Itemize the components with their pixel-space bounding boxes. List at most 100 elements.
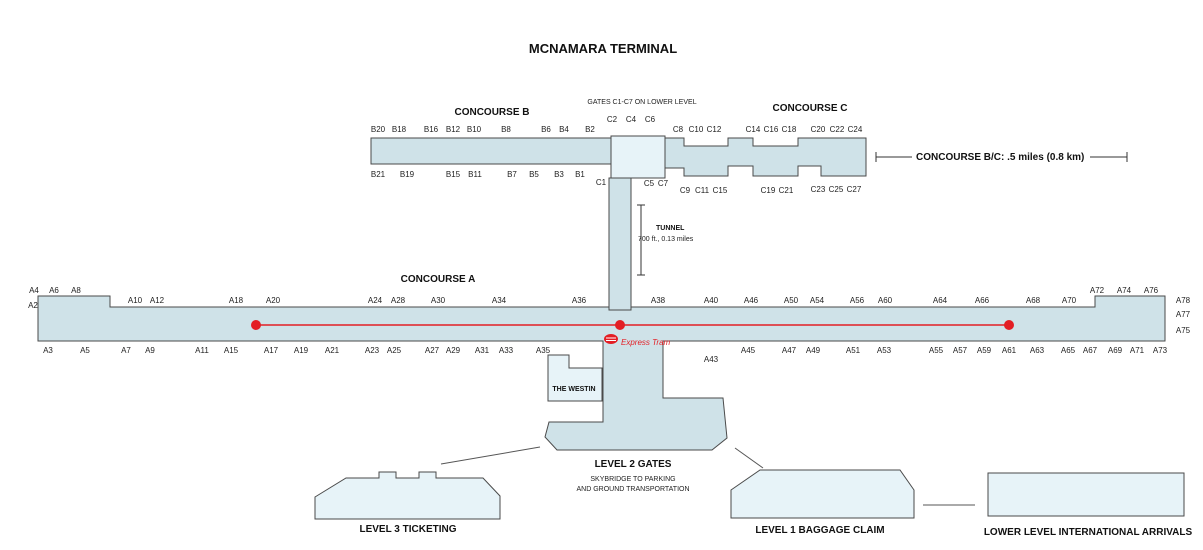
gate-a34: A34 xyxy=(492,296,507,305)
gate-a74: A74 xyxy=(1117,286,1132,295)
gate-c12: C12 xyxy=(707,125,722,134)
concourse-c-gates-top: C8 C10 C12 C14 C16 C18 C20 C22 C24 xyxy=(673,125,863,134)
tram-station-center xyxy=(615,320,625,330)
gate-c27: C27 xyxy=(847,185,862,194)
gate-a47: A47 xyxy=(782,346,797,355)
concourse-c-hub xyxy=(610,135,666,179)
gate-c21: C21 xyxy=(779,186,794,195)
gate-a15: A15 xyxy=(224,346,239,355)
tram-station-east xyxy=(1004,320,1014,330)
tunnel-length: 700 ft., 0.13 miles xyxy=(638,236,694,243)
gate-a36: A36 xyxy=(572,296,587,305)
gate-a72: A72 xyxy=(1090,286,1105,295)
concourse-c-hub-gates: C2 C4 C6 C1 C5 C7 xyxy=(596,115,669,188)
gate-a65: A65 xyxy=(1061,346,1076,355)
concourse-c-label: CONCOURSE C xyxy=(772,103,847,114)
gate-a5: A5 xyxy=(80,346,90,355)
gate-c10: C10 xyxy=(689,125,704,134)
concourse-a-gates-bottom: A3 A5 A7 A9 A11 A15 A17 A19 A21 A23 A25 … xyxy=(43,346,1168,364)
gate-a18: A18 xyxy=(229,296,244,305)
map-title: MCNAMARA TERMINAL xyxy=(529,41,677,56)
gate-a35: A35 xyxy=(536,346,551,355)
gate-a68: A68 xyxy=(1026,296,1041,305)
express-tram-logo-icon xyxy=(604,334,618,344)
skybridge-label-line1: SKYBRIDGE TO PARKING xyxy=(590,476,675,483)
gate-a40: A40 xyxy=(704,296,719,305)
gate-b18: B18 xyxy=(392,125,407,134)
gate-a63: A63 xyxy=(1030,346,1045,355)
gate-b15: B15 xyxy=(446,170,461,179)
gate-a25: A25 xyxy=(387,346,402,355)
skybridge-label-line2: AND GROUND TRANSPORTATION xyxy=(576,486,689,493)
gate-a67: A67 xyxy=(1083,346,1098,355)
concourse-b-gates-top: B20 B18 B16 B12 B10 B8 B6 B4 B2 xyxy=(371,125,596,134)
gate-a28: A28 xyxy=(391,296,406,305)
westin-hotel xyxy=(547,354,603,402)
gate-a33: A33 xyxy=(499,346,514,355)
gate-a2: A2 xyxy=(28,301,38,310)
gate-b4: B4 xyxy=(559,125,569,134)
tunnel-corridor xyxy=(608,177,632,311)
gate-c6: C6 xyxy=(645,115,656,124)
gate-c16: C16 xyxy=(764,125,779,134)
concourse-a-gates-top: A4 A6 A8 A2 A10 A12 A18 A20 A24 A28 A30 … xyxy=(28,286,1191,335)
concourse-a-label: CONCOURSE A xyxy=(401,274,476,285)
gate-b8: B8 xyxy=(501,125,511,134)
gate-a21: A21 xyxy=(325,346,340,355)
gate-a60: A60 xyxy=(878,296,893,305)
gate-a75: A75 xyxy=(1176,326,1191,335)
gate-a66: A66 xyxy=(975,296,990,305)
westin-label: THE WESTIN xyxy=(552,386,595,393)
concourse-b-gates-bottom: B21 B19 B15 B11 B7 B5 B3 B1 xyxy=(371,170,586,179)
gate-c5: C5 xyxy=(644,179,655,188)
gate-b6: B6 xyxy=(541,125,551,134)
gate-a76: A76 xyxy=(1144,286,1159,295)
international-arrivals-label: LOWER LEVEL INTERNATIONAL ARRIVALS xyxy=(984,527,1193,538)
gate-a78: A78 xyxy=(1176,296,1191,305)
gate-b1: B1 xyxy=(575,170,585,179)
gate-c2: C2 xyxy=(607,115,618,124)
gate-b12: B12 xyxy=(446,125,461,134)
gate-c14: C14 xyxy=(746,125,761,134)
level-1-baggage-claim-building xyxy=(730,469,915,519)
gate-a38: A38 xyxy=(651,296,666,305)
gate-a59: A59 xyxy=(977,346,992,355)
concourse-b-building xyxy=(370,137,613,165)
gate-a10: A10 xyxy=(128,296,143,305)
gate-c7: C7 xyxy=(658,179,669,188)
gate-c4: C4 xyxy=(626,115,637,124)
concourse-a-building xyxy=(37,295,1166,451)
gate-a77: A77 xyxy=(1176,310,1191,319)
gate-a27: A27 xyxy=(425,346,440,355)
level-3-ticketing-building xyxy=(314,471,501,520)
gate-c19: C19 xyxy=(761,186,776,195)
gate-a69: A69 xyxy=(1108,346,1123,355)
gate-a24: A24 xyxy=(368,296,383,305)
gate-c25: C25 xyxy=(829,185,844,194)
gate-a57: A57 xyxy=(953,346,968,355)
gate-b5: B5 xyxy=(529,170,539,179)
gate-a56: A56 xyxy=(850,296,865,305)
gate-a53: A53 xyxy=(877,346,892,355)
gate-c15: C15 xyxy=(713,186,728,195)
concourse-c-building xyxy=(663,137,867,177)
gate-b7: B7 xyxy=(507,170,517,179)
gate-a45: A45 xyxy=(741,346,756,355)
gate-c22: C22 xyxy=(830,125,845,134)
lower-level-gates-note: GATES C1-C7 ON LOWER LEVEL xyxy=(587,99,696,106)
gate-a7: A7 xyxy=(121,346,131,355)
gate-a11: A11 xyxy=(195,346,209,355)
international-arrivals-building xyxy=(987,472,1185,517)
concourse-b-label: CONCOURSE B xyxy=(454,107,529,118)
gate-a43: A43 xyxy=(704,355,719,364)
gate-a54: A54 xyxy=(810,296,825,305)
gate-a61: A61 xyxy=(1002,346,1017,355)
level-3-ticketing-label: LEVEL 3 TICKETING xyxy=(359,524,456,535)
gate-a6: A6 xyxy=(49,286,59,295)
gate-b20: B20 xyxy=(371,125,386,134)
gate-a8: A8 xyxy=(71,286,81,295)
gate-c24: C24 xyxy=(848,125,863,134)
gate-a30: A30 xyxy=(431,296,446,305)
gate-c1: C1 xyxy=(596,178,607,187)
